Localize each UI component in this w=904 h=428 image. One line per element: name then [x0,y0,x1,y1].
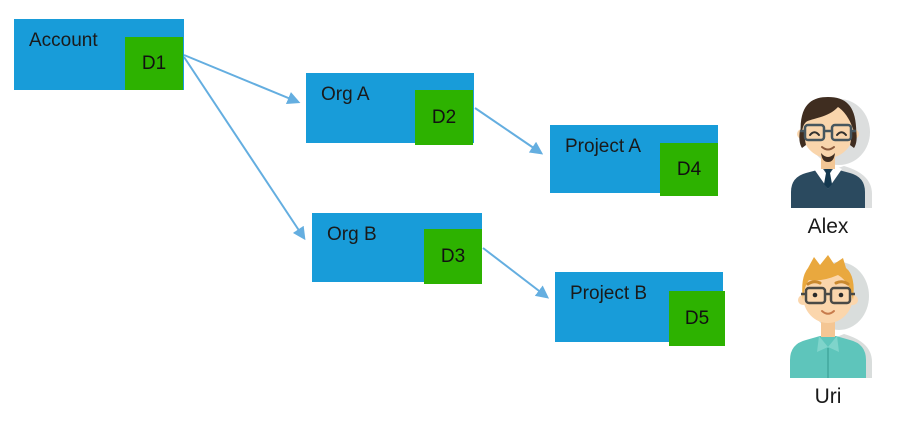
arrow-d1-to-org-b [183,56,306,241]
node-label: Project B [570,283,648,304]
badge-label: D3 [440,245,466,267]
badge-d1[interactable]: D1 [125,37,183,90]
user-alex: Alex [768,92,888,239]
node-label: Org B [327,224,377,245]
node-label: Org A [321,84,370,105]
badge-label: D2 [431,106,457,128]
male-avatar-alex-icon [791,97,872,208]
badge-d4[interactable]: D4 [660,143,718,196]
node-label: Account [29,30,98,51]
badge-d3[interactable]: D3 [424,229,482,284]
arrow-d2-to-project-a [474,107,544,155]
user-name: Uri [814,385,842,408]
node-project-b[interactable]: Project B D5 [555,272,725,346]
user-name: Alex [807,215,849,238]
node-org-a[interactable]: Org A D2 [306,73,474,145]
badge-label: D5 [684,307,710,329]
node-project-a[interactable]: Project A D4 [550,125,718,196]
node-account[interactable]: Account D1 [14,19,184,90]
node-org-b[interactable]: Org B D3 [312,213,482,284]
user-uri: Uri [768,252,888,409]
badge-label: D1 [141,52,167,74]
male-avatar-uri-icon [790,255,872,378]
badge-d5[interactable]: D5 [669,291,725,346]
badge-label: D4 [676,158,702,180]
arrow-d1-to-org-a [183,54,301,105]
node-label: Project A [565,136,642,157]
badge-d2[interactable]: D2 [415,90,473,145]
arrow-d3-to-project-b [482,247,550,299]
